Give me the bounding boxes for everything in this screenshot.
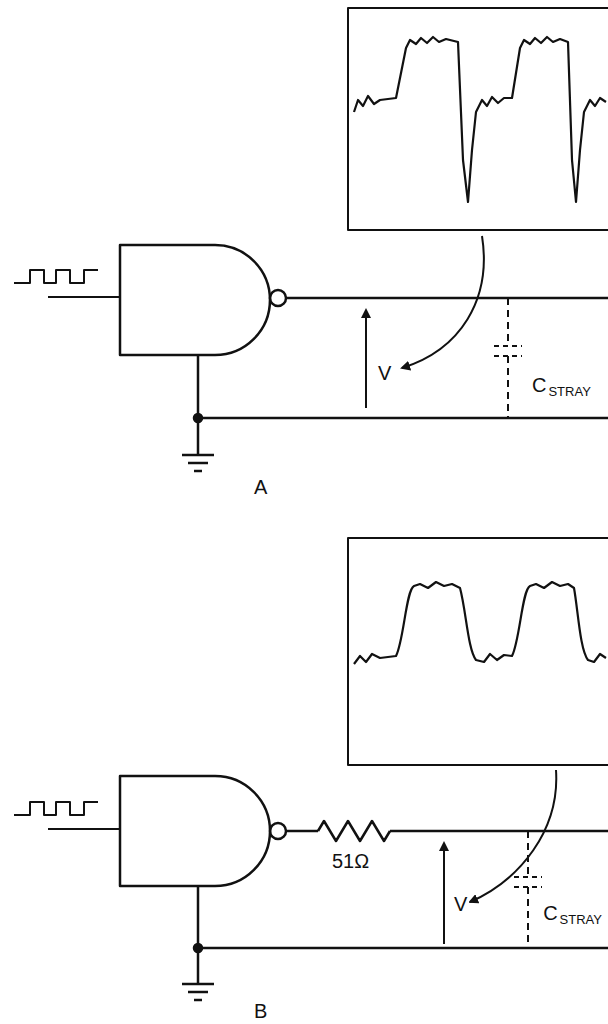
waveform-trace (354, 37, 606, 202)
ground-wire (197, 355, 200, 418)
ground-symbol (188, 991, 208, 994)
voltage-arrow (443, 843, 445, 944)
stray-capacitor (527, 831, 529, 877)
scope-frame (348, 538, 608, 765)
output-wire (286, 830, 318, 833)
ground-symbol (188, 462, 208, 465)
input-pulse-symbol (14, 802, 98, 815)
ground-wire (197, 948, 200, 984)
figure-letter: B (252, 1000, 269, 1022)
inverter-bubble (270, 290, 286, 306)
resistor-symbol (318, 821, 390, 841)
voltage-label: V (452, 893, 469, 915)
ground-symbol (194, 470, 202, 473)
ground-wire (198, 947, 608, 950)
pointer-arrow (402, 236, 484, 368)
capacitor-subscript: STRAY (558, 912, 604, 927)
ground-symbol (182, 454, 214, 457)
scope-frame (348, 8, 608, 230)
pointer-arrow (470, 770, 556, 902)
waveform-trace (354, 582, 606, 664)
voltage-arrow (365, 310, 367, 408)
ground-wire (197, 418, 200, 455)
output-wire (390, 830, 608, 833)
figure-letter: A (252, 476, 269, 498)
ground-wire (198, 417, 608, 420)
input-wire (48, 828, 120, 830)
ground-symbol (182, 983, 214, 986)
nand-gate (120, 776, 270, 886)
input-wire (48, 296, 120, 298)
inverter-bubble (270, 823, 286, 839)
capacitor-subscript: STRAY (546, 384, 592, 399)
stray-capacitor (494, 345, 522, 347)
stray-capacitor (507, 356, 509, 418)
input-pulse-symbol (14, 270, 98, 283)
stray-capacitor (514, 876, 542, 878)
voltage-label: V (376, 362, 393, 384)
nand-gate (120, 245, 270, 355)
ground-symbol (194, 999, 202, 1002)
resistor-value: 51Ω (330, 850, 371, 872)
ground-wire (197, 886, 200, 948)
stray-capacitor (527, 887, 529, 948)
output-wire (286, 297, 608, 300)
stray-capacitor (507, 298, 509, 346)
